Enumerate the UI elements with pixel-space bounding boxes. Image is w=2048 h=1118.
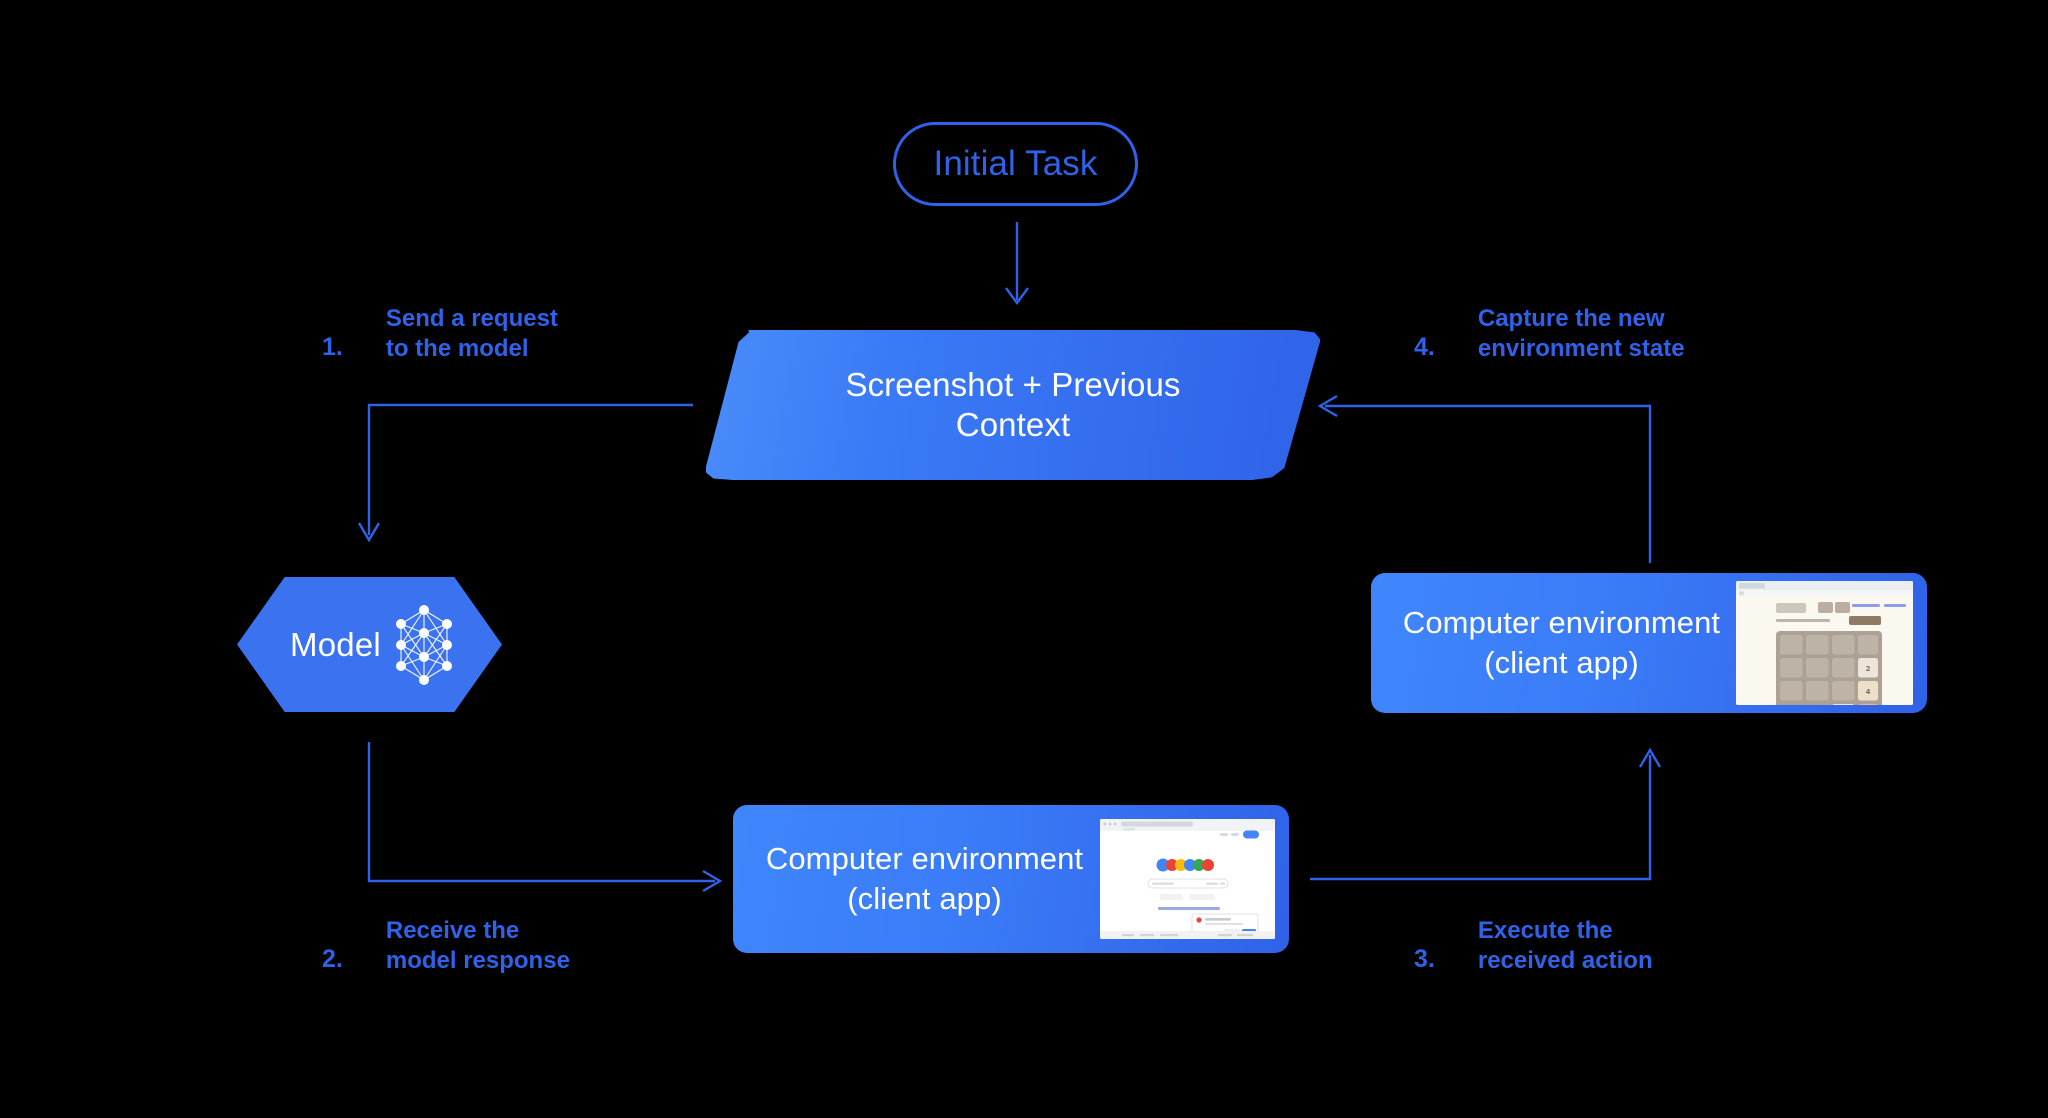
step-label-4: 4. Capture the new environment state xyxy=(1414,304,1685,364)
environment-top-right-line1: Computer environment xyxy=(1402,605,1721,640)
svg-text:4: 4 xyxy=(1866,688,1871,696)
step-1-number: 1. xyxy=(322,333,343,361)
context-node: Screenshot + Previous Context xyxy=(706,330,1320,480)
environment-top-right-label: Computer environment (client app) xyxy=(1371,603,1736,683)
neural-network-icon xyxy=(395,604,452,685)
context-node-line2: Context xyxy=(955,406,1071,443)
context-node-line1: Screenshot + Previous xyxy=(845,366,1181,403)
environment-bottom-thumbnail xyxy=(1100,819,1275,939)
step-3-number: 3. xyxy=(1414,945,1435,973)
step-2-number: 2. xyxy=(322,945,343,973)
environment-bottom-label: Computer environment (client app) xyxy=(733,839,1100,919)
context-node-label: Screenshot + Previous Context xyxy=(706,330,1320,480)
step-3-text: Execute the received action xyxy=(1477,917,1653,974)
step-label-3: 3. Execute the received action xyxy=(1414,916,1653,976)
model-node: Model xyxy=(237,577,502,712)
connector-environment-to-context xyxy=(1317,394,1652,563)
environment-bottom-line2: (client app) xyxy=(847,881,1002,916)
svg-text:2: 2 xyxy=(1866,665,1871,673)
connector-model-to-environment xyxy=(367,742,723,893)
context-node-shape xyxy=(706,330,1320,480)
environment-bottom-line1: Computer environment xyxy=(765,841,1084,876)
environment-top-right-line2: (client app) xyxy=(1484,645,1639,680)
initial-task-node: Initial Task xyxy=(893,122,1138,206)
environment-top-right-thumbnail: 2 4 4 8 xyxy=(1736,581,1913,705)
step-2-text: Receive the model response xyxy=(385,917,570,974)
model-node-label: Model xyxy=(290,625,381,663)
connector-task-to-context xyxy=(1005,222,1029,306)
environment-card-bottom: Computer environment (client app) xyxy=(733,805,1289,953)
step-4-number: 4. xyxy=(1414,333,1435,361)
google-search-screenshot xyxy=(1100,819,1275,939)
environment-card-top-right: Computer environment (client app) xyxy=(1371,573,1927,713)
connector-environment-to-environment xyxy=(1310,747,1662,881)
step-label-1: 1. Send a request to the model xyxy=(322,304,558,364)
model-node-shape xyxy=(237,577,502,712)
step-1-text: Send a request to the model xyxy=(385,305,558,362)
step-label-2: 2. Receive the model response xyxy=(322,916,570,976)
step-4-text: Capture the new environment state xyxy=(1477,305,1685,362)
connector-context-to-model xyxy=(357,403,693,543)
initial-task-label: Initial Task xyxy=(933,144,1098,183)
game-2048-screenshot: 2 4 4 8 xyxy=(1736,581,1913,705)
